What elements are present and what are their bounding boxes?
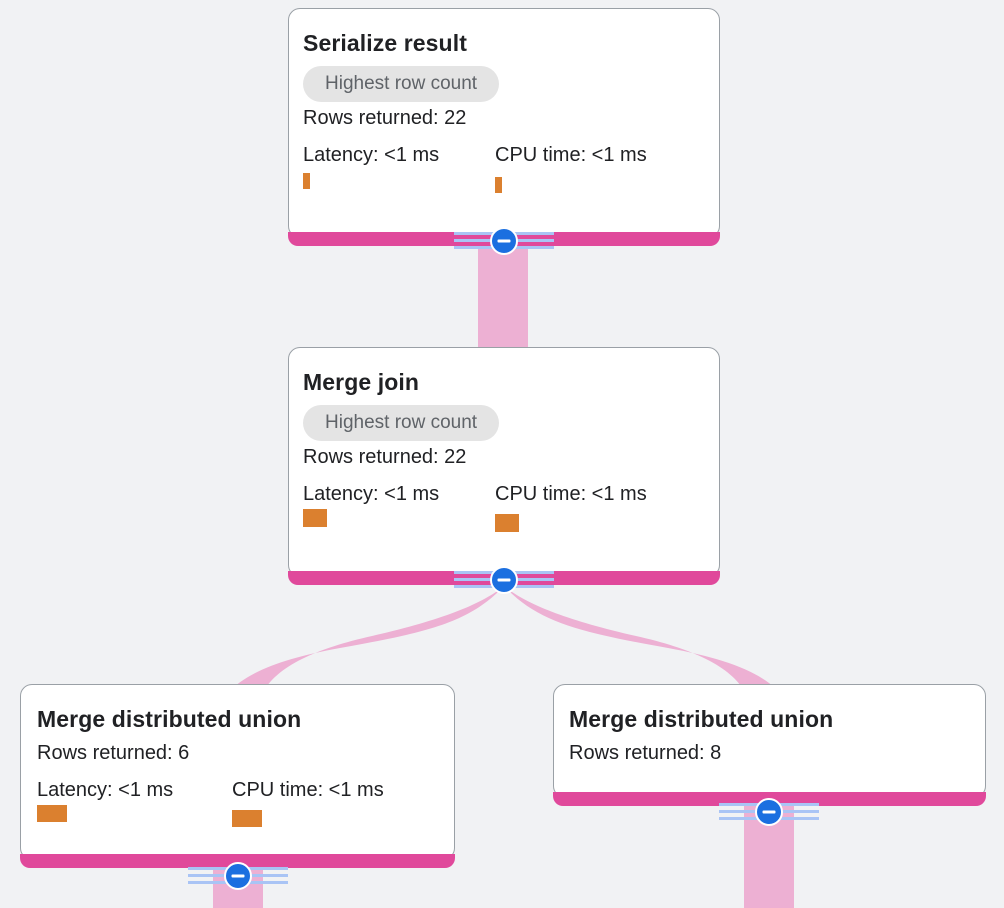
node-title: Merge distributed union bbox=[37, 706, 302, 732]
node-title: Serialize result bbox=[303, 30, 467, 56]
node-title: Merge join bbox=[303, 369, 420, 395]
connector-merge-join[interactable] bbox=[454, 565, 554, 595]
node-cpu-time-bar bbox=[495, 177, 502, 193]
minus-circle-icon[interactable] bbox=[755, 798, 783, 826]
node-latency-bar bbox=[37, 805, 67, 822]
connector-merge-distributed-union-right[interactable] bbox=[719, 797, 819, 827]
connector-merge-distributed-union-left[interactable] bbox=[188, 861, 288, 891]
node-rows-returned: Rows returned: 8 bbox=[569, 742, 722, 764]
node-cpu-time-label: CPU time: <1 ms bbox=[495, 483, 647, 505]
node-merge-distributed-union-right[interactable]: Merge distributed union Rows returned: 8 bbox=[553, 684, 986, 806]
node-cpu-time-label: CPU time: <1 ms bbox=[232, 779, 384, 801]
node-accent-bar bbox=[20, 854, 455, 868]
edge-serialize-to-merge-join bbox=[478, 236, 528, 351]
node-latency-bar bbox=[303, 173, 310, 189]
node-latency-label: Latency: <1 ms bbox=[303, 144, 440, 166]
node-rows-returned: Rows returned: 6 bbox=[37, 742, 190, 764]
node-card[interactable] bbox=[553, 684, 986, 798]
minus-circle-icon[interactable] bbox=[224, 862, 252, 890]
node-title: Merge distributed union bbox=[569, 706, 834, 732]
node-rows-returned: Rows returned: 22 bbox=[303, 107, 467, 129]
node-cpu-time-bar bbox=[232, 810, 262, 827]
node-card[interactable] bbox=[288, 347, 720, 577]
node-cpu-time-label: CPU time: <1 ms bbox=[495, 144, 647, 166]
node-cpu-time-bar bbox=[495, 514, 519, 532]
node-card[interactable] bbox=[288, 8, 720, 238]
node-rows-returned: Rows returned: 22 bbox=[303, 446, 467, 468]
node-latency-bar bbox=[303, 509, 327, 527]
minus-circle-icon[interactable] bbox=[490, 566, 518, 594]
node-badge-highest-row-count: Highest row count bbox=[303, 405, 500, 441]
node-latency-label: Latency: <1 ms bbox=[303, 483, 440, 505]
connector-serialize-result[interactable] bbox=[454, 226, 554, 256]
node-badge-highest-row-count: Highest row count bbox=[303, 66, 500, 102]
node-card[interactable] bbox=[20, 684, 455, 860]
minus-circle-icon[interactable] bbox=[490, 227, 518, 255]
node-merge-distributed-union-left[interactable]: Merge distributed union Rows returned: 6… bbox=[20, 684, 455, 868]
node-serialize-result[interactable]: Serialize result Highest row count Rows … bbox=[288, 8, 720, 246]
node-merge-join[interactable]: Merge join Highest row count Rows return… bbox=[288, 347, 720, 585]
node-latency-label: Latency: <1 ms bbox=[37, 779, 174, 801]
